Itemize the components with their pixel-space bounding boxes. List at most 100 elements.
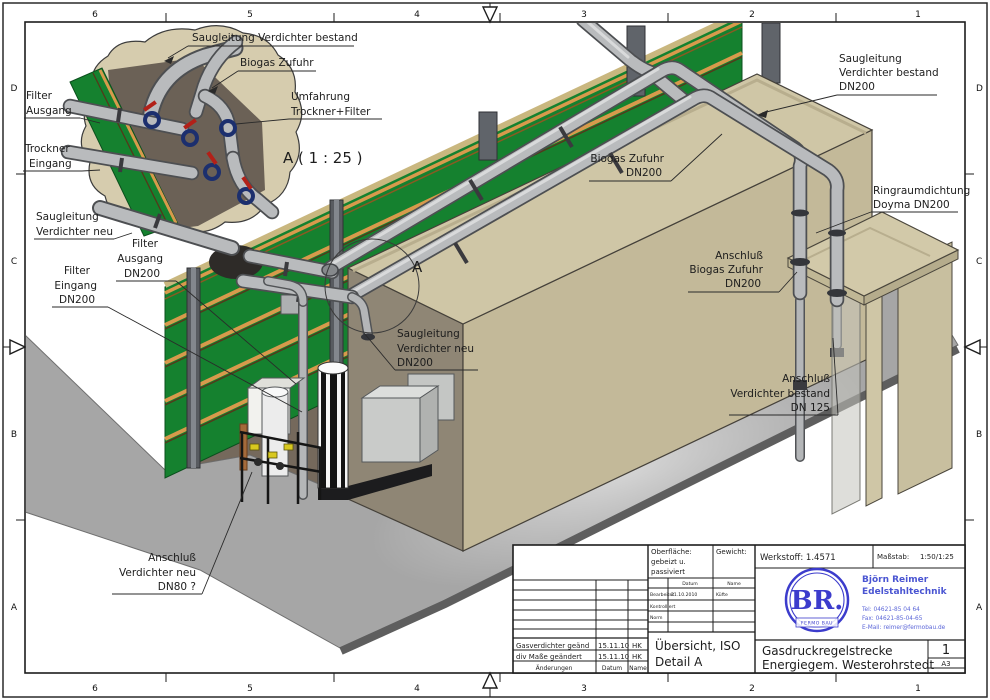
top-ruler: 6 5 4 3 2 1 [92, 3, 921, 24]
approval-name: Küfte [716, 592, 728, 598]
company-fax: Fax: 04621-85-04-65 [862, 616, 923, 622]
ruler-letter: A [976, 603, 983, 613]
approval-header: Name [727, 581, 741, 587]
revision-table: Gasverdichter geänd 15.11.10 HK div Maße… [513, 579, 648, 673]
label-text: Ringraumdichtung [873, 185, 970, 197]
shelter-panel-left [831, 278, 861, 515]
label-anschluss-neu: Anschluß Verdichter neu DN80 ? [112, 471, 253, 595]
detail-marker-a: A [412, 258, 423, 276]
label-filter-ausgang-dn200: Filter Ausgang DN200 [116, 238, 297, 385]
label-text: DN200 [59, 294, 95, 306]
ruler-number: 3 [581, 684, 587, 694]
revision-footer: Datum [602, 665, 622, 672]
label-text: DN 125 [791, 402, 830, 414]
material-value: Werkstoff: 1.4571 [760, 553, 836, 563]
ruler-number: 6 [92, 684, 98, 694]
shelter-pillar [865, 277, 883, 507]
label-ringraumdichtung: Ringraumdichtung Doyma DN200 [815, 185, 970, 234]
scale-value: 1:50/1:25 [920, 553, 954, 561]
label-text: Umfahrung [291, 91, 350, 103]
revision-entry: Gasverdichter geänd [516, 642, 589, 650]
label-text: Verdichter neu [36, 226, 113, 238]
left-ruler: D C B A [3, 84, 27, 613]
ruler-letter: D [11, 84, 18, 94]
material-scale-row: Werkstoff: 1.4571 Maßstab: 1:50/1:25 [755, 545, 965, 569]
label-umfahrung: Umfahrung Trockner+Filter [235, 91, 382, 125]
title-block: Gasverdichter geänd 15.11.10 HK div Maße… [512, 544, 966, 674]
ruler-number: 5 [247, 10, 253, 20]
detail-valves [116, 100, 255, 229]
iso-view [26, 23, 960, 655]
ruler-number: 1 [915, 10, 921, 20]
slab-edge [339, 345, 960, 655]
label-text: Saugleitung [397, 328, 460, 340]
label-text: Trockner [24, 143, 70, 155]
revision-initials: HK [632, 642, 642, 650]
label-filter-eingang-dn200: Filter Eingang DN200 [52, 265, 303, 413]
ruler-number: 3 [581, 10, 587, 20]
approval-row-label: Bearbeitet [650, 592, 674, 598]
surface-label: Oberfläche: [651, 548, 692, 556]
detail-a-view [60, 25, 303, 256]
sheet-number: 1 [942, 643, 950, 658]
label-text: Anschluß [715, 250, 763, 262]
company-logo-area: BR. FERMO BAU Björn Reimer Edelstahltech… [784, 567, 948, 633]
label-text: DN200 [725, 278, 761, 290]
label-text: Biogas Zufuhr [689, 264, 763, 276]
label-filter-ausgang-detail: Filter Ausgang [24, 90, 101, 124]
doc-title: Detail A [655, 655, 703, 669]
revision-date: 15.11.10 [598, 653, 629, 661]
skid-cabinet [361, 397, 421, 463]
label-text: Eingang [54, 280, 97, 292]
approval-row-label: Norm [650, 615, 663, 621]
ruler-letter: C [976, 257, 982, 267]
sheet-format: A3 [941, 660, 950, 668]
leader-arrowhead [208, 86, 218, 94]
label-text: DN200 [839, 81, 875, 93]
revision-footer: Änderungen [536, 665, 573, 672]
label-biogas-zufuhr-main: Biogas Zufuhr DN200 [589, 133, 723, 182]
label-text: Biogas Zufuhr [590, 153, 664, 165]
label-text: DN200 [124, 268, 160, 280]
label-biogas-zufuhr-detail: Biogas Zufuhr [208, 57, 316, 94]
ruler-letter: A [11, 603, 18, 613]
label-text: Filter [132, 238, 159, 250]
valve-handles [249, 443, 294, 470]
ruler-letter: C [11, 257, 17, 267]
company-tel: Tel: 04621-85 04 64 [861, 607, 920, 613]
label-saugleitung-bestand-main: Saugleitung Verdichter bestand DN200 [757, 53, 939, 118]
copper-pipe [239, 423, 248, 471]
label-anschluss-biogas: Anschluß Biogas Zufuhr DN200 [688, 250, 798, 293]
logo-text: BR. [791, 586, 844, 616]
label-text: Biogas Zufuhr [240, 57, 314, 69]
label-saugleitung-neu-main: Saugleitung Verdichter neu DN200 [363, 328, 478, 371]
approval-date: 21.10.2010 [671, 592, 697, 598]
revision-footer: Name [629, 665, 647, 672]
surface-weight-cells: Oberfläche: gebeizt u. passiviert Gewich… [648, 545, 755, 579]
label-text: DN200 [626, 167, 662, 179]
annotations: Saugleitung Verdichter bestand Biogas Zu… [23, 32, 970, 595]
label-saugleitung-neu-detail: Saugleitung Verdichter neu [34, 211, 133, 240]
surface-label: passiviert [651, 568, 685, 576]
label-trockner-eingang: Trockner Eingang [23, 143, 101, 172]
ruler-number: 2 [749, 10, 755, 20]
shelter-structure [786, 211, 960, 515]
project-title-cell: Gasdruckregelstrecke Energiegem. Westero… [755, 639, 965, 673]
bottom-ruler: 6 5 4 3 2 1 [92, 671, 921, 697]
company-email: E-Mail: reimer@fermobau.de [862, 625, 946, 631]
detail-scale-label: A ( 1 : 25 ) [283, 149, 363, 167]
leader-arrowhead [164, 56, 174, 64]
label-text: Ausgang [26, 105, 72, 117]
approval-row-label: Kontrolliert [650, 604, 675, 610]
roof-lip [352, 78, 867, 273]
doc-title-cell: Übersicht, ISO Detail A [655, 637, 740, 669]
revision-initials: HK [632, 653, 642, 661]
label-text: Eingang [29, 158, 72, 170]
revision-date: 15.11.10 [598, 642, 629, 650]
label-saugleitung-bestand-detail: Saugleitung Verdichter bestand [164, 32, 358, 64]
ruler-letter: B [976, 430, 982, 440]
label-text: Filter [26, 90, 53, 102]
ruler-number: 1 [915, 684, 921, 694]
label-text: Verdichter bestand [730, 388, 830, 400]
